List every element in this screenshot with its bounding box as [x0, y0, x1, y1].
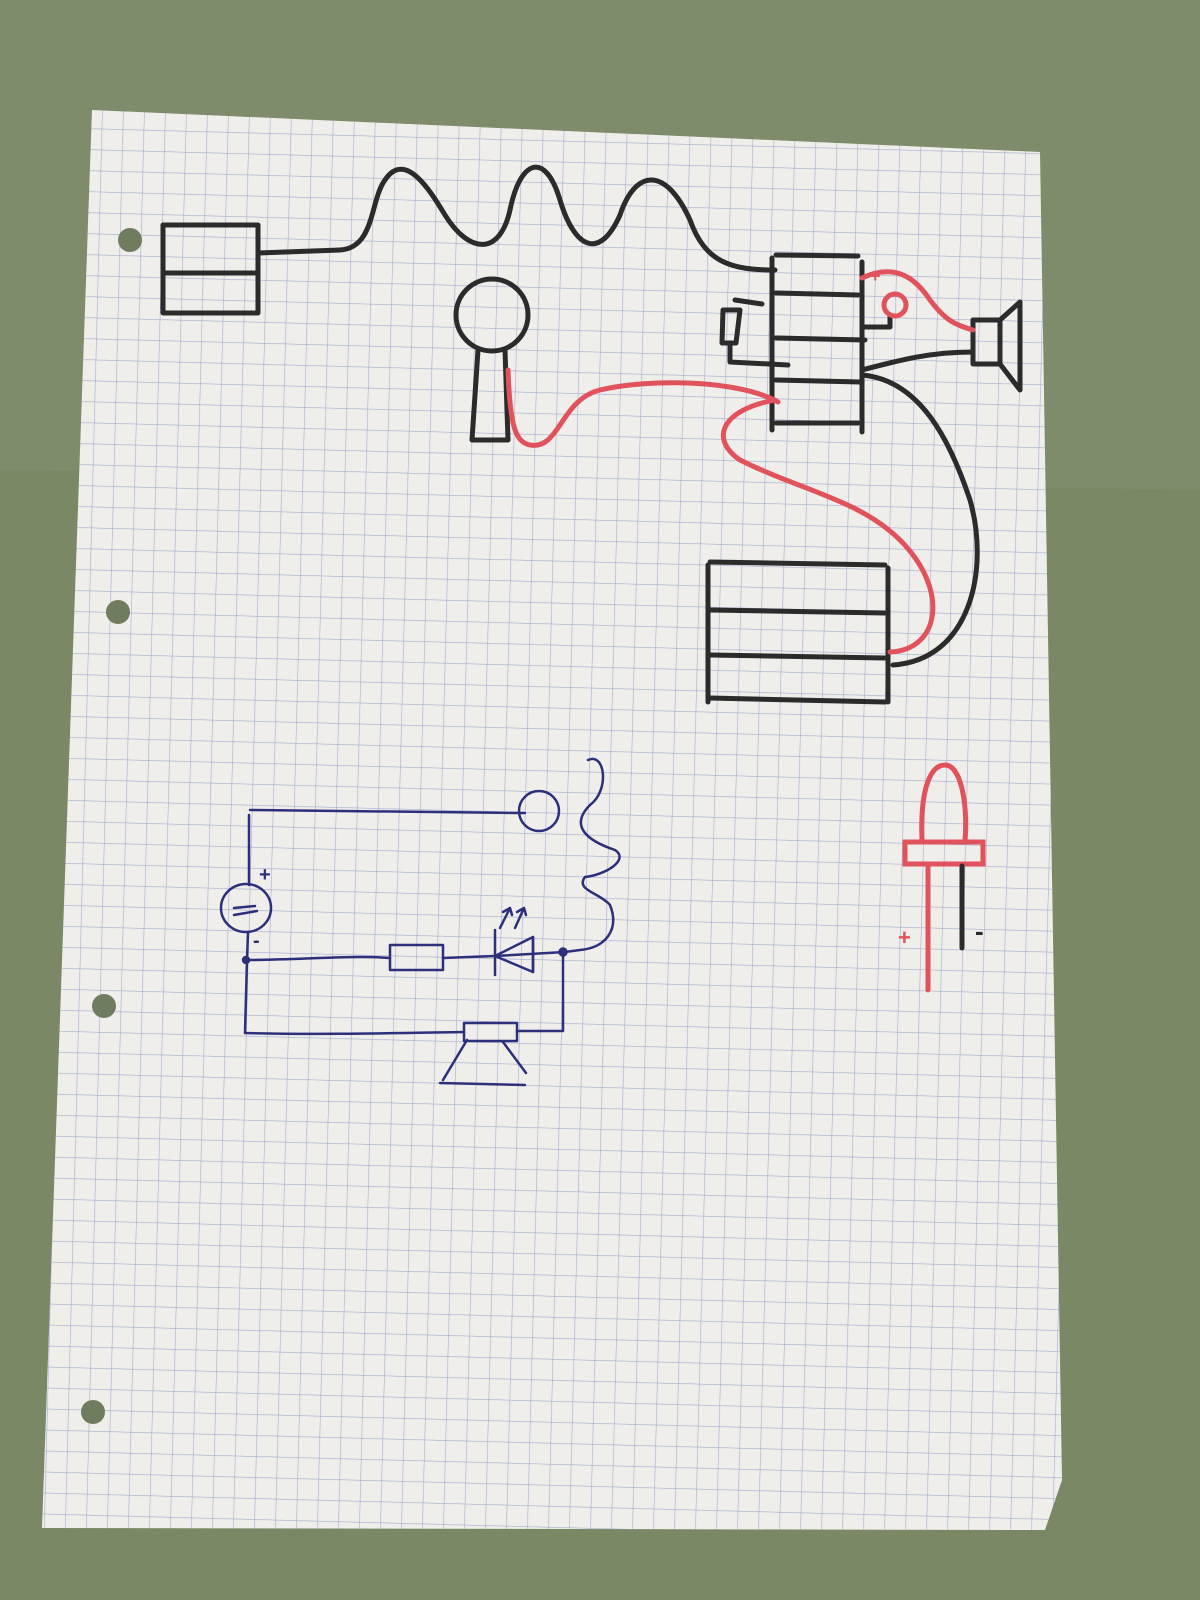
battery-minus-label: - — [253, 930, 260, 952]
speaker-drawing — [859, 299, 1023, 393]
schematic-bulb — [517, 789, 561, 833]
schematic-wire-squiggle — [563, 757, 621, 954]
battery-box-drawing — [160, 222, 261, 316]
red-wire-speaker — [859, 269, 976, 333]
coiled-wire — [255, 164, 778, 273]
punch-holes — [81, 228, 142, 1424]
schematic-top-wire — [248, 808, 527, 815]
circuit-schematic — [219, 757, 621, 1087]
red-wire-microphone — [505, 367, 781, 448]
battery-pack-drawing — [705, 559, 891, 705]
component-drawing — [719, 297, 791, 368]
schematic-battery-symbol — [219, 882, 273, 934]
breadboard-drawing — [769, 252, 868, 435]
black-wire — [859, 372, 980, 668]
black-lead — [859, 312, 893, 330]
led-cathode-label: - — [975, 916, 984, 946]
schematic-led-symbol — [493, 906, 535, 977]
red-loop — [881, 291, 909, 319]
battery-plus-label: + — [259, 864, 271, 886]
breadboard-plus-mark: + — [870, 266, 881, 286]
schematic-speaker-symbol — [438, 1021, 528, 1087]
microphone-drawing — [453, 276, 531, 443]
led-drawing — [902, 762, 986, 993]
red-wire-battery — [721, 397, 936, 655]
led-anode-label: + — [898, 925, 911, 950]
